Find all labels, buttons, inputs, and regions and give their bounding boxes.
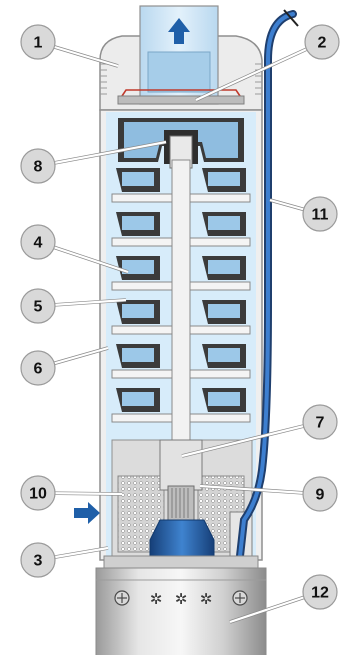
callout-label: 7 xyxy=(316,415,325,432)
callout-10: 10 xyxy=(20,475,56,511)
callout-9: 9 xyxy=(302,476,338,512)
callout-1: 1 xyxy=(20,24,56,60)
leader-line-7 xyxy=(181,420,321,458)
callout-label: 11 xyxy=(312,207,329,224)
callout-label: 9 xyxy=(316,487,325,504)
callout-3: 3 xyxy=(20,542,56,578)
callout-circle xyxy=(20,224,56,260)
callout-circle xyxy=(20,350,56,386)
motor-screw-icon xyxy=(114,590,130,606)
callout-circle xyxy=(20,148,56,184)
motor-screw-icon xyxy=(232,590,248,606)
callout-5: 5 xyxy=(20,288,56,324)
motor-shaft-seal xyxy=(149,519,215,557)
callout-label: 12 xyxy=(311,585,329,602)
callout-circle xyxy=(304,24,340,60)
callout-label: 1 xyxy=(34,35,43,52)
callout-label: 5 xyxy=(34,299,43,316)
leader-line-2 xyxy=(195,41,323,101)
callout-8: 8 xyxy=(20,148,56,184)
callout-2: 2 xyxy=(304,24,340,60)
callout-7: 7 xyxy=(302,404,338,440)
callout-12: 12 xyxy=(302,574,338,610)
callout-circle xyxy=(20,24,56,60)
callout-circle xyxy=(302,476,338,512)
callout-label: 4 xyxy=(34,235,43,252)
callout-label: 3 xyxy=(34,553,43,570)
callout-label: 10 xyxy=(29,486,47,503)
callout-label: 2 xyxy=(318,35,327,52)
leader-line-8 xyxy=(37,140,167,168)
flow-up-arrow-icon xyxy=(168,18,190,44)
svg-text:✲: ✲ xyxy=(150,590,163,608)
flow-in-arrow-icon xyxy=(74,502,100,524)
callout-6: 6 xyxy=(20,350,56,386)
callout-11: 11 xyxy=(302,196,338,232)
callout-circle xyxy=(302,196,338,232)
svg-text:✲: ✲ xyxy=(175,590,188,608)
callout-circle xyxy=(302,574,338,610)
callout-circle xyxy=(20,288,56,324)
callout-4: 4 xyxy=(20,224,56,260)
callout-circle xyxy=(302,404,338,440)
callout-circle xyxy=(20,475,56,511)
power-cable xyxy=(236,9,299,560)
motor-vent-icon: ✲ ✲ ✲ xyxy=(150,590,213,608)
callout-label: 8 xyxy=(34,159,43,176)
callout-circle xyxy=(20,542,56,578)
suction-intake-section xyxy=(111,439,253,559)
leader-line-9 xyxy=(199,484,321,496)
submersible-motor: ✲ ✲ ✲ xyxy=(95,555,267,655)
svg-text:✲: ✲ xyxy=(200,590,213,608)
callout-label: 6 xyxy=(34,361,43,378)
